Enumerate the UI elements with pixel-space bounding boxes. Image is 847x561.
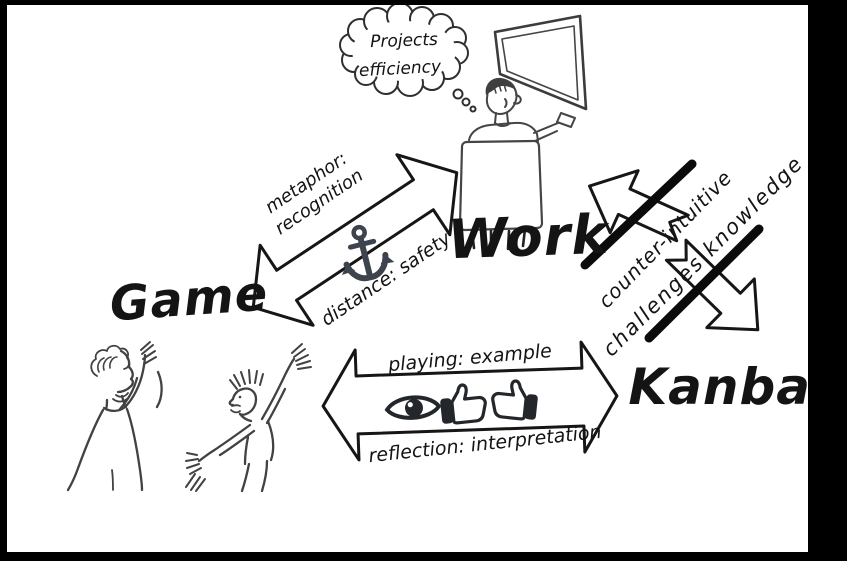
figure1-body [66,408,105,492]
frame-border-bottom [0,552,847,561]
barrier-bar [644,224,764,343]
figure2-hair-spikes [229,369,264,390]
thought-bubble-dot [452,88,464,100]
frame-border-left [0,0,7,561]
screen [493,14,588,111]
figure2-motion-lines [185,473,206,492]
game-work-arrow [251,153,459,327]
presenter-at-screen-sketch [458,14,588,252]
celebrating-figures-sketch [66,341,312,493]
pointing-hand-icon [440,383,487,425]
presenter-shoulders [468,121,539,142]
presenter-hair [485,77,516,95]
figure2-face [228,387,245,407]
thought-bubble-text-line1: Projects [369,29,439,53]
thought-cloud [339,2,477,113]
remote [556,112,576,128]
node-work-label: Work [446,202,610,272]
eye-icon [384,395,442,420]
chair [458,139,544,232]
figure1-raised-arm [123,353,147,409]
kanban-to-work-arrow [588,169,690,243]
chair-legs [470,227,527,252]
pointing-hand-icon [491,379,538,421]
figure1-face [116,349,134,394]
node-game-label: Game [108,265,270,333]
work-to-kanban-arrow [664,238,760,332]
anchor-icon [341,224,395,282]
presenter-arm [533,122,559,142]
thought-bubble-dot [469,105,477,113]
figure2-reaching-arm [197,423,252,463]
frame-border-right [808,0,847,561]
frame-border-top [0,0,847,5]
figure1-hair [90,344,131,377]
barrier-bar [580,159,697,270]
thought-bubble-dot [461,97,471,107]
thought-bubble-text-line2: efficiency [358,56,442,82]
figure2-body [243,419,275,466]
figure2-raised-arm [260,357,296,421]
